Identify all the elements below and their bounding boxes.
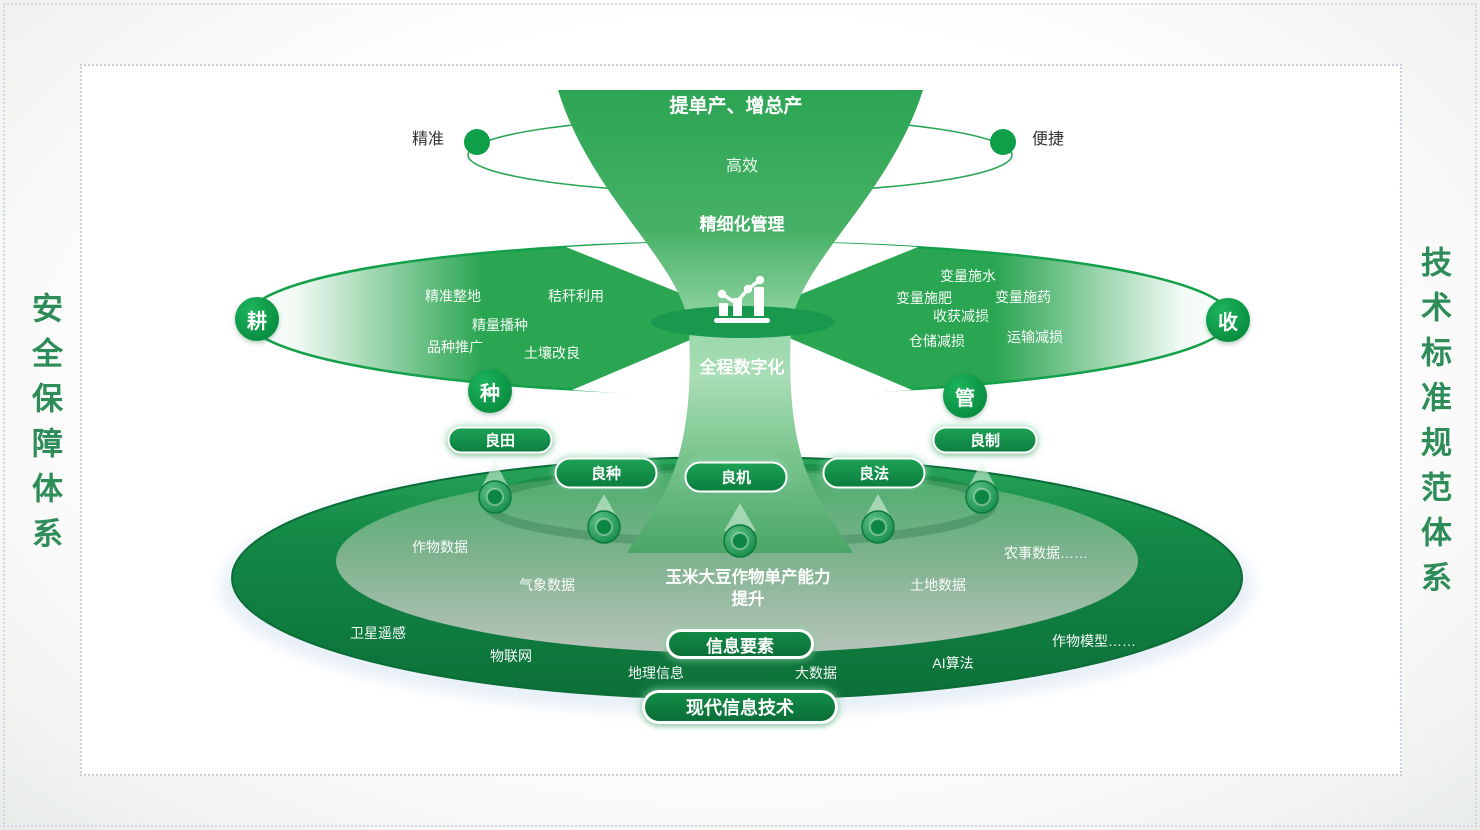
ring-item-storage-loss: 仓储减损 xyxy=(909,332,965,349)
ring-item-variety-promo: 品种推广 xyxy=(427,338,483,355)
node-till: 耕 xyxy=(235,297,279,341)
base-item-geo-info: 地理信息 xyxy=(628,664,684,681)
base-item-farming-data: 农事数据…… xyxy=(1004,544,1088,561)
base-item-crop-data: 作物数据 xyxy=(412,538,468,555)
node-harvest: 收 xyxy=(1206,298,1250,342)
pill-good-method: 良法 xyxy=(822,457,926,489)
convenience-label: 便捷 xyxy=(1031,130,1065,148)
ring-dots xyxy=(478,480,999,558)
precision-label: 精准 xyxy=(411,130,445,148)
full-digitalization-label: 全程数字化 xyxy=(699,358,785,378)
convenience-dot xyxy=(990,129,1016,155)
growth-chart-icon xyxy=(714,275,770,323)
precision-dot xyxy=(464,129,490,155)
pill-good-seed: 良种 xyxy=(554,457,658,489)
efficiency-label: 高效 xyxy=(725,157,759,175)
pill-good-system: 良制 xyxy=(932,426,1038,454)
pill-good-field: 良田 xyxy=(447,426,553,454)
base-item-ai-algorithm: AI算法 xyxy=(932,654,974,671)
ring-item-variable-water: 变量施水 xyxy=(940,267,996,284)
ring-item-straw-use: 秸秆利用 xyxy=(548,287,604,304)
left-vertical-title: 安全保障体系 xyxy=(27,292,62,562)
ring-item-transport-loss: 运输减损 xyxy=(1007,328,1063,345)
ring-item-soil-improve: 土壤改良 xyxy=(524,344,580,361)
base-item-weather-data: 气象数据 xyxy=(519,576,575,593)
base-item-crop-model: 作物模型…… xyxy=(1052,632,1136,649)
ring-item-precise-land: 精准整地 xyxy=(425,287,481,304)
base-item-satellite: 卫星遥感 xyxy=(350,624,406,641)
pill-info-elements: 信息要素 xyxy=(666,629,814,659)
base-item-big-data: 大数据 xyxy=(795,664,837,681)
pill-modern-info-tech: 现代信息技术 xyxy=(642,690,838,724)
fine-management-label: 精细化管理 xyxy=(699,215,785,235)
base-item-iot: 物联网 xyxy=(490,647,532,664)
base-inner-ellipse xyxy=(336,469,1138,653)
right-vertical-title: 技术标准规范体系 xyxy=(1416,246,1451,606)
node-manage: 管 xyxy=(943,374,987,418)
ring-item-variable-pesticide: 变量施药 xyxy=(995,288,1051,305)
base-title-line1: 玉米大豆作物单产能力 xyxy=(665,568,831,587)
ring-item-harvest-loss: 收获减损 xyxy=(933,307,989,324)
funnel-banner: 提单产、增总产 xyxy=(669,96,803,118)
ring-item-precise-seeding: 精量播种 xyxy=(472,316,528,333)
pill-good-machine: 良机 xyxy=(684,461,788,493)
ring-item-variable-fertilizer: 变量施肥 xyxy=(896,289,952,306)
base-item-land-data: 土地数据 xyxy=(910,576,966,593)
base-title-line2: 提升 xyxy=(731,590,765,609)
node-sow: 种 xyxy=(468,369,512,413)
